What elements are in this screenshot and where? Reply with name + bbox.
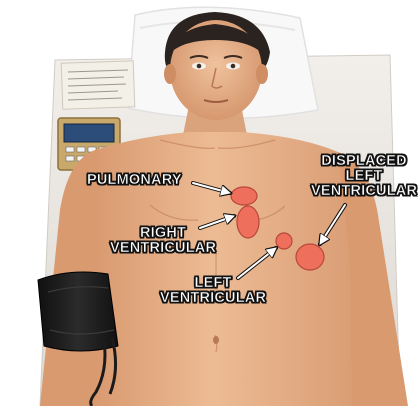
- pulmonary-marker: [231, 187, 257, 205]
- left-ventricular-label: LEFT VENTRICULAR: [160, 276, 266, 306]
- right-ventricular-marker: [237, 206, 259, 238]
- right-ventricular-line1: RIGHT: [110, 226, 216, 241]
- right-ventricular-line2: VENTRICULAR: [110, 241, 216, 256]
- displaced-left-ventricular-label: DISPLACED LEFT VENTRICULAR: [311, 154, 417, 199]
- instruction-card: [61, 61, 135, 109]
- left-ventricular-line2: VENTRICULAR: [160, 291, 266, 306]
- displaced-left-ventricular-marker: [296, 244, 324, 270]
- pulmonary-label: PULMONARY: [87, 173, 182, 188]
- displaced-left-ventricular-line3: VENTRICULAR: [311, 184, 417, 199]
- right-ventricular-label: RIGHT VENTRICULAR: [110, 226, 216, 256]
- left-ventricular-line1: LEFT: [160, 276, 266, 291]
- pulmonary-label-text: PULMONARY: [87, 173, 182, 188]
- left-ventricular-marker: [276, 233, 292, 249]
- navel: [213, 336, 219, 344]
- displaced-left-ventricular-line1: DISPLACED: [311, 154, 417, 169]
- displaced-left-ventricular-line2: LEFT: [311, 169, 417, 184]
